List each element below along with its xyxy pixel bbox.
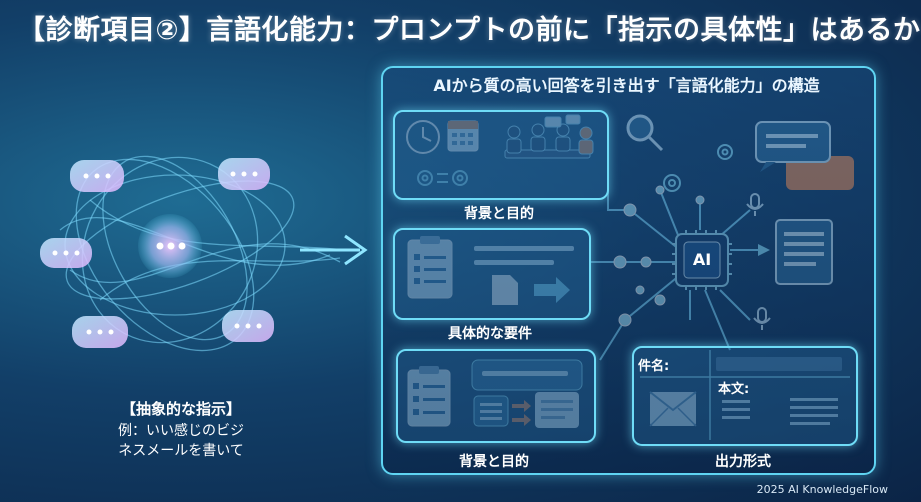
ai-hub-label: AI	[692, 250, 712, 269]
panel-title: AIから質の高い回答を引き出す「言語化能力」の構造	[433, 76, 820, 95]
structure-panel	[381, 66, 876, 475]
background-purpose-box	[393, 110, 609, 200]
output-format-label: 出力形式	[715, 454, 771, 470]
output-format-box	[632, 346, 858, 446]
body-label: 本文:	[718, 382, 750, 397]
arrow-right-icon	[300, 234, 368, 266]
subject-label: 件名:	[638, 359, 670, 374]
page-title: 【診断項目②】言語化能力：プロンプトの前に「指示の具体性」はあるか	[18, 15, 921, 46]
footer-credit: 2025 AI KnowledgeFlow	[756, 483, 888, 496]
background-purpose-label: 背景と目的	[464, 206, 534, 222]
speech-bubble-icon	[40, 158, 274, 348]
specific-requirements-box	[393, 228, 591, 320]
specific-requirements-label: 具体的な要件	[448, 326, 532, 342]
abstract-example-line1: 例：いい感じのビジ	[118, 423, 244, 439]
abstract-instruction-heading: 【抽象的な指示】	[120, 400, 241, 418]
background-purpose-box-2	[396, 349, 596, 443]
abstract-example-line2: ネスメールを書いて	[118, 443, 244, 459]
background-purpose-label-2: 背景と目的	[459, 454, 529, 470]
